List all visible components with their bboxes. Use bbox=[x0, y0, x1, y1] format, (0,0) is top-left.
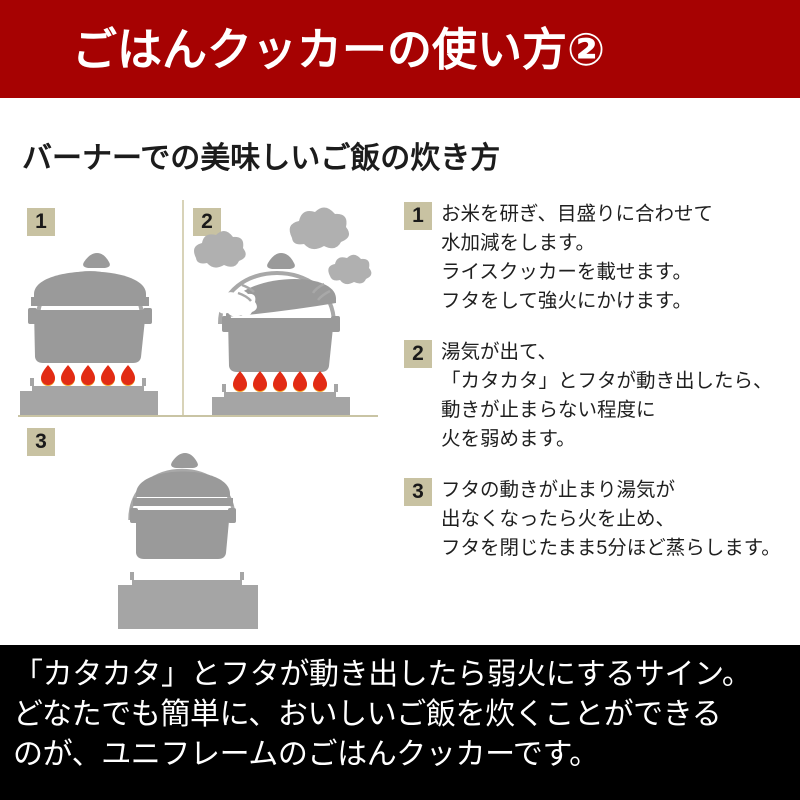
step-line: 火を弱めます。 bbox=[441, 428, 576, 450]
steps-list: 1 お米を研ぎ、目盛りに合わせて 水加減をします。 ライスクッカーを載せます。 … bbox=[404, 200, 796, 585]
motion-lines-left bbox=[237, 283, 255, 302]
illustration-area bbox=[0, 196, 396, 636]
step-line: フタの動きが止まり湯気が bbox=[441, 479, 676, 501]
step-badge-2: 2 bbox=[404, 340, 432, 368]
pot-rattling-with-steam-icon bbox=[194, 207, 372, 435]
step-text-1: お米を研ぎ、目盛りに合わせて 水加減をします。 ライスクッカーを載せます。 フタ… bbox=[441, 200, 713, 316]
step-line: フタを閉じたまま5分ほど蒸らします。 bbox=[441, 537, 781, 559]
step-item-3: 3 フタの動きが止まり湯気が 出なくなったら火を止め、 フタを閉じたまま5分ほど… bbox=[404, 476, 796, 563]
step-item-1: 1 お米を研ぎ、目盛りに合わせて 水加減をします。 ライスクッカーを載せます。 … bbox=[404, 200, 796, 316]
flame-group bbox=[233, 371, 327, 392]
footer-line: どなたでも簡単に、おいしいご飯を炊くことができる bbox=[13, 698, 722, 731]
step-line: 湯気が出て、 bbox=[441, 341, 558, 363]
step-line: お米を研ぎ、目盛りに合わせて bbox=[441, 203, 714, 225]
horizontal-divider bbox=[18, 415, 378, 417]
footer-band: 「カタカタ」とフタが動き出したら弱火にするサイン。 どなたでも簡単に、おいしいご… bbox=[0, 645, 800, 800]
illustration-panel-2 bbox=[184, 200, 384, 435]
step-line: 出なくなったら火を止め、 bbox=[441, 508, 676, 530]
step-item-2: 2 湯気が出て、 「カタカタ」とフタが動き出したら、 動きが止まらない程度に 火… bbox=[404, 338, 796, 454]
flame-group bbox=[41, 365, 135, 386]
pot-on-unlit-burner-icon bbox=[118, 453, 258, 629]
section-subtitle: バーナーでの美味しいご飯の炊き方 bbox=[22, 142, 501, 175]
step-line: フタをして強火にかけます。 bbox=[441, 290, 692, 312]
panel-badge-2: 2 bbox=[193, 208, 221, 236]
footer-line: 「カタカタ」とフタが動き出したら弱火にするサイン。 bbox=[13, 658, 752, 691]
header-band: ごはんクッカーの使い方② bbox=[0, 0, 800, 98]
page-title: ごはんクッカーの使い方② bbox=[72, 23, 606, 75]
illustration-panel-1 bbox=[10, 200, 182, 433]
motion-lines-right bbox=[311, 282, 331, 301]
step-line: ライスクッカーを載せます。 bbox=[441, 261, 692, 283]
step-line: 「カタカタ」とフタが動き出したら、 bbox=[441, 370, 773, 392]
vertical-divider bbox=[182, 200, 184, 415]
step-badge-3: 3 bbox=[404, 478, 432, 506]
step-text-3: フタの動きが止まり湯気が 出なくなったら火を止め、 フタを閉じたまま5分ほど蒸ら… bbox=[441, 476, 781, 563]
panel-badge-1: 1 bbox=[27, 208, 55, 236]
pot-on-lit-burner-icon bbox=[20, 253, 158, 433]
footer-line: のが、ユニフレームのごはんクッカーです。 bbox=[13, 738, 599, 771]
step-line: 水加減をします。 bbox=[441, 232, 596, 254]
footer-text: 「カタカタ」とフタが動き出したら弱火にするサイン。 どなたでも簡単に、おいしいご… bbox=[13, 655, 752, 775]
step-badge-1: 1 bbox=[404, 202, 432, 230]
illustration-panel-3 bbox=[10, 420, 384, 636]
step-text-2: 湯気が出て、 「カタカタ」とフタが動き出したら、 動きが止まらない程度に 火を弱… bbox=[441, 338, 773, 454]
steam-cloud-group bbox=[194, 207, 372, 285]
panel-badge-3: 3 bbox=[27, 428, 55, 456]
step-line: 動きが止まらない程度に bbox=[441, 399, 656, 421]
